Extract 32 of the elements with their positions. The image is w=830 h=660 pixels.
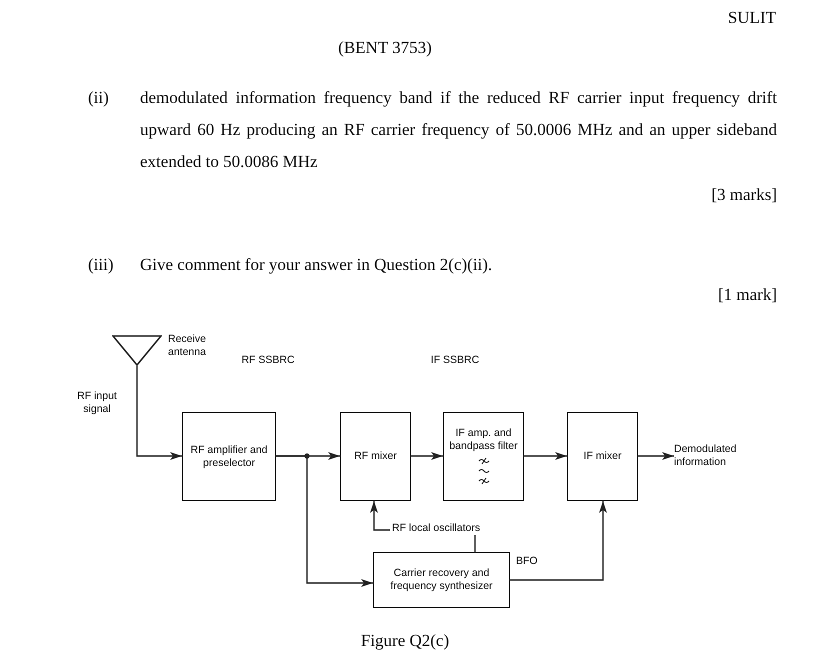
signal-label: RF SSBRC [240,354,296,367]
connector-arrow [638,452,674,460]
figure-caption: Figure Q2(c) [360,630,450,652]
edge-label: RF local oscillators [390,522,482,535]
connector-arrow [411,452,443,460]
signal-label: RF input signal [76,390,118,416]
connector-arrow [510,501,607,581]
block-box [182,412,276,501]
block-label: Carrier recovery and frequency synthesizer [389,567,494,593]
block-label: RF mixer [353,450,398,463]
connector-arrow [524,452,567,460]
block-box [373,552,510,608]
connector-arrow [276,455,373,587]
question-text: [1 mark] [716,284,777,306]
output-label: Demodulated information [674,443,774,471]
block-label: IF amp. and bandpass filter [448,427,519,453]
question-text: Give comment for your answer in Question 2(c)(ii). [140,254,494,276]
question-text: (BENT 3753) [337,37,433,59]
block-box [340,412,411,501]
question-text: (iii) [88,254,114,276]
antenna-symbol [112,335,162,365]
block-label: IF mixer [582,450,622,463]
question-text: [3 marks] [710,184,777,206]
antenna-label: Receive antenna [168,333,207,359]
connector-arrow [136,365,182,460]
block-box [567,412,638,501]
block-label: RF amplifier and preselector [189,444,269,470]
question-text: SULIT [726,7,776,29]
question-text: (ii) [88,87,110,109]
signal-label: IF SSBRC [430,354,480,367]
block-box [443,412,524,501]
question-text: demodulated information frequency band if the reduced RF carrier input frequency drift upward 60 Hz producing an RF carrier frequency of 50.0006 MHz and an upper sideband extended to 50.0086 MHz [140,87,777,173]
